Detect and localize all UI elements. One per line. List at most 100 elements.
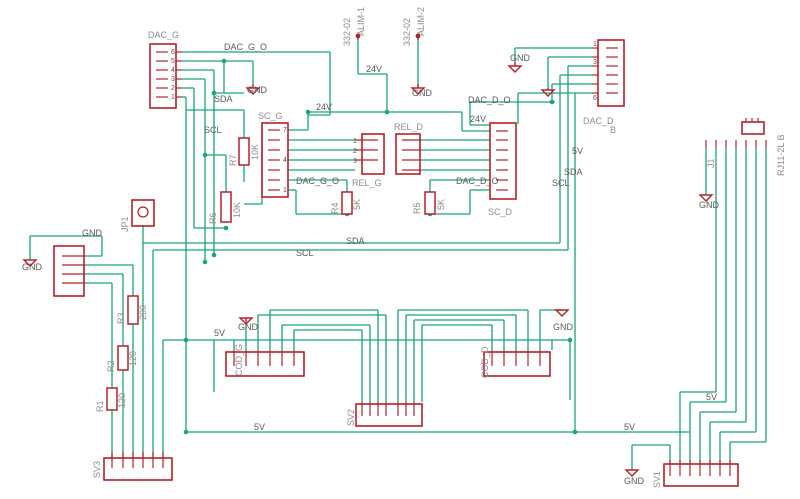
resistor-r1[interactable]: R1 120 — [95, 387, 127, 412]
sc-g-label: SC_G — [258, 111, 283, 121]
r4-value: 5K — [352, 199, 362, 210]
r5-value: 5K — [436, 199, 446, 210]
pin-1: 1 — [283, 187, 287, 194]
net-sda-3: SDA — [564, 167, 583, 177]
r1-ref: R1 — [95, 400, 105, 412]
alim-2-name: ALIM-2 — [416, 7, 426, 36]
pin-4: 4 — [171, 67, 175, 74]
net-5v-d: 5V — [624, 422, 635, 432]
sv2-label: SV2 — [346, 409, 356, 426]
rj11-label: RJ11-2L B — [776, 134, 786, 176]
alim-2-value: 332-02 — [402, 18, 412, 46]
cod-g-label: COD_G — [234, 344, 244, 376]
cod-d-label: COD_D — [480, 346, 490, 378]
net-scl-1: SCL — [204, 125, 222, 135]
ground-icon: GND — [82, 228, 103, 238]
resistor-r3[interactable]: R3 200 — [116, 295, 148, 325]
pin-2: 2 — [171, 85, 175, 92]
gnd-label: GND — [699, 200, 720, 210]
relay-rel-d[interactable]: REL_D — [394, 122, 424, 175]
r6-ref: R6 — [208, 212, 218, 224]
resistor-r2[interactable]: R2 120 — [106, 345, 138, 372]
resistor-r4[interactable]: R4 5K — [330, 191, 362, 215]
r6-value: 10K — [232, 202, 242, 218]
r5-ref: R5 — [412, 202, 422, 214]
pin-7: 7 — [283, 127, 287, 134]
j1-label: J1 — [706, 158, 716, 168]
pin-5: 5 — [171, 58, 175, 65]
connector-sv1[interactable]: SV1 — [652, 460, 739, 488]
gnd-label: GND — [22, 262, 43, 272]
net-dac-g-o: DAC_G_O — [224, 42, 267, 52]
net-5v-b: 5V — [214, 328, 225, 338]
pin-2: 2 — [353, 148, 357, 155]
connector-sv2[interactable]: SV2 — [346, 402, 423, 427]
relay-rel-g[interactable]: 1 2 3 REL_G — [352, 133, 385, 188]
connector-sc-g[interactable]: SC_G 7 4 1 — [258, 111, 289, 198]
gnd-label: GND — [238, 322, 259, 332]
jp1-label: JP1 — [120, 216, 130, 232]
r2-value: 120 — [128, 351, 138, 366]
gnd-label: GND — [82, 228, 103, 238]
sc-d-label: SC_D — [488, 207, 513, 217]
pin-6: 6 — [171, 49, 175, 56]
connector-sc-d[interactable]: SC_D — [488, 122, 517, 217]
r4-ref: R4 — [330, 202, 340, 214]
r1-value: 120 — [117, 393, 127, 408]
wires — [29, 34, 767, 470]
ground-icon: GND — [245, 84, 268, 95]
pin-3: 3 — [353, 158, 357, 165]
power-input-alim-2[interactable]: 332-02 ALIM-2 — [402, 7, 426, 46]
pin-3: 3 — [171, 76, 175, 83]
pin-4: 4 — [283, 157, 287, 164]
pin-1: 1 — [171, 94, 175, 101]
connector-dac-d[interactable]: DAC_D B 1 3 6 — [583, 39, 625, 135]
pin-1: 1 — [353, 138, 357, 145]
connector-left-header[interactable] — [53, 245, 85, 297]
net-24v-b: 24V — [316, 102, 332, 112]
resistor-r7[interactable]: R7 10K — [228, 137, 260, 166]
pin-3: 3 — [593, 59, 597, 66]
net-sda-1: SDA — [214, 94, 233, 104]
net-labels: DAC_G_O DAC_D_O DAC_G_O DAC_D_O 24V 24V … — [204, 42, 717, 432]
connector-rj11[interactable]: J1 RJ11-2L B — [705, 118, 786, 176]
junctions — [183, 58, 578, 435]
ground-icon: GND — [507, 53, 531, 73]
ground-icon: GND — [698, 194, 720, 210]
ground-icon: GND — [22, 259, 43, 272]
net-24v-c: 24V — [470, 114, 486, 124]
net-5v-e: 5V — [706, 392, 717, 402]
rel-g-label: REL_G — [352, 178, 382, 188]
power-input-alim-1[interactable]: 332-02 ALIM-1 — [342, 7, 366, 46]
resistor-r6[interactable]: R6 10K — [208, 191, 242, 224]
net-24v: 24V — [366, 64, 382, 74]
r3-ref: R3 — [116, 312, 126, 324]
pin-6: 6 — [593, 95, 597, 102]
ground-icon: GND — [624, 469, 645, 486]
r7-value: 10K — [250, 144, 260, 160]
dac-d-suffix: B — [610, 125, 616, 135]
gnd-label: GND — [553, 322, 574, 332]
alim-1-name: ALIM-1 — [356, 7, 366, 36]
gnd-label: GND — [624, 476, 645, 486]
net-5v-a: 5V — [572, 146, 583, 156]
net-5v-c: 5V — [254, 422, 265, 432]
pin-1: 1 — [593, 41, 597, 48]
ground-icon — [540, 88, 556, 97]
r3-value: 200 — [138, 305, 148, 320]
net-scl-3: SCL — [552, 178, 570, 188]
ground-symbols: GND GND GND GND GND GND GND GND GND — [22, 53, 720, 486]
connector-sv3[interactable]: SV3 — [92, 452, 173, 481]
net-dac-d-o: DAC_D_O — [468, 95, 511, 105]
connector-dac-g[interactable]: DAC_G 6 5 4 3 2 1 — [148, 30, 182, 109]
ground-icon: GND — [238, 317, 259, 332]
rel-d-label: REL_D — [394, 122, 424, 132]
r7-ref: R7 — [228, 154, 238, 166]
resistor-r5[interactable]: R5 5K — [412, 191, 446, 215]
connector-cod-d[interactable]: COD_D — [480, 346, 551, 378]
sv3-label: SV3 — [92, 461, 102, 478]
gnd-label: GND — [412, 88, 433, 98]
connector-cod-g[interactable]: COD_G — [225, 344, 305, 377]
jumper-jp1[interactable]: JP1 — [120, 199, 155, 232]
